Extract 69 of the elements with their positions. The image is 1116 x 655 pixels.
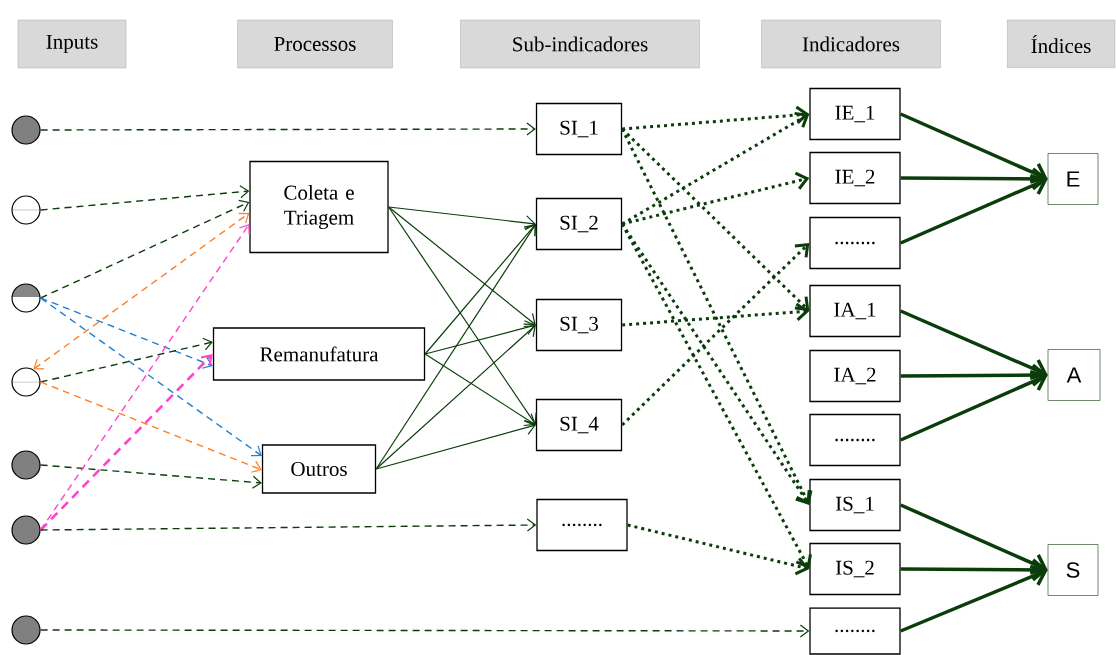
box: IS_2	[809, 542, 901, 596]
arrow	[899, 309, 1048, 380]
dashed-arrow	[39, 464, 262, 489]
dashed-arrow	[39, 122, 536, 136]
arrow	[388, 206, 536, 231]
box: IE_2	[809, 151, 901, 205]
header-box: Sub-indicadores	[460, 19, 700, 69]
arrow	[899, 112, 1048, 184]
input-circle	[11, 283, 41, 313]
box: Coleta e Triagem	[249, 160, 389, 254]
box: ........	[809, 216, 901, 270]
arrow	[899, 370, 1048, 442]
dashed-arrow	[39, 185, 250, 211]
header-box: Indicadores	[761, 19, 941, 69]
box: IA_1	[809, 284, 901, 338]
dashed-arrow	[39, 297, 262, 457]
box: Remanufatura	[212, 327, 426, 381]
box: ........	[809, 607, 901, 655]
input-circle	[11, 515, 41, 545]
arrow	[388, 206, 536, 325]
header-box: Índices	[1006, 19, 1116, 69]
dotted-arrow	[620, 223, 812, 569]
arrow	[424, 320, 536, 355]
header-box: Processos	[237, 19, 393, 69]
box: IA_2	[809, 349, 901, 403]
arrow	[375, 224, 537, 470]
box: ........	[809, 413, 901, 467]
box: SI_4	[535, 398, 623, 452]
box: IE_1	[809, 87, 901, 141]
dashed-arrow	[39, 199, 250, 299]
dashed-arrow	[39, 518, 537, 532]
dotted-arrow	[627, 523, 810, 576]
dashed-arrow	[39, 624, 810, 638]
arrow	[900, 558, 1048, 582]
dashed-arrow	[33, 212, 250, 370]
header-box: Inputs	[17, 19, 127, 69]
index-box: S	[1047, 544, 1099, 596]
arrow	[375, 420, 536, 470]
input-circle	[11, 195, 41, 225]
dashed-arrow	[39, 354, 213, 531]
arrow	[899, 503, 1048, 575]
box: IS_1	[809, 478, 901, 532]
arrow	[900, 167, 1048, 191]
arrow	[424, 353, 536, 427]
dotted-arrow	[622, 105, 810, 131]
box: SI_1	[535, 102, 623, 156]
dashed-arrow	[39, 337, 213, 383]
input-circle	[11, 615, 41, 645]
input-circle	[11, 115, 41, 145]
arrow	[899, 174, 1048, 245]
dotted-arrow	[621, 243, 810, 427]
arrow	[375, 325, 536, 470]
arrow	[388, 206, 537, 425]
dashed-arrow	[39, 381, 262, 473]
dotted-arrow	[621, 127, 810, 311]
box: Outros	[261, 444, 377, 494]
dotted-arrow	[620, 128, 813, 505]
box: SI_2	[535, 197, 623, 251]
input-circle	[11, 367, 41, 397]
arrow	[900, 363, 1048, 387]
index-box: A	[1047, 349, 1101, 401]
index-box: E	[1047, 153, 1099, 205]
arrow	[900, 564, 1048, 633]
arrow	[424, 224, 536, 355]
box: SI_3	[535, 298, 623, 352]
box: ........	[536, 498, 628, 552]
dotted-arrow	[622, 302, 810, 327]
dotted-arrow	[621, 171, 810, 226]
input-circle	[11, 450, 41, 480]
